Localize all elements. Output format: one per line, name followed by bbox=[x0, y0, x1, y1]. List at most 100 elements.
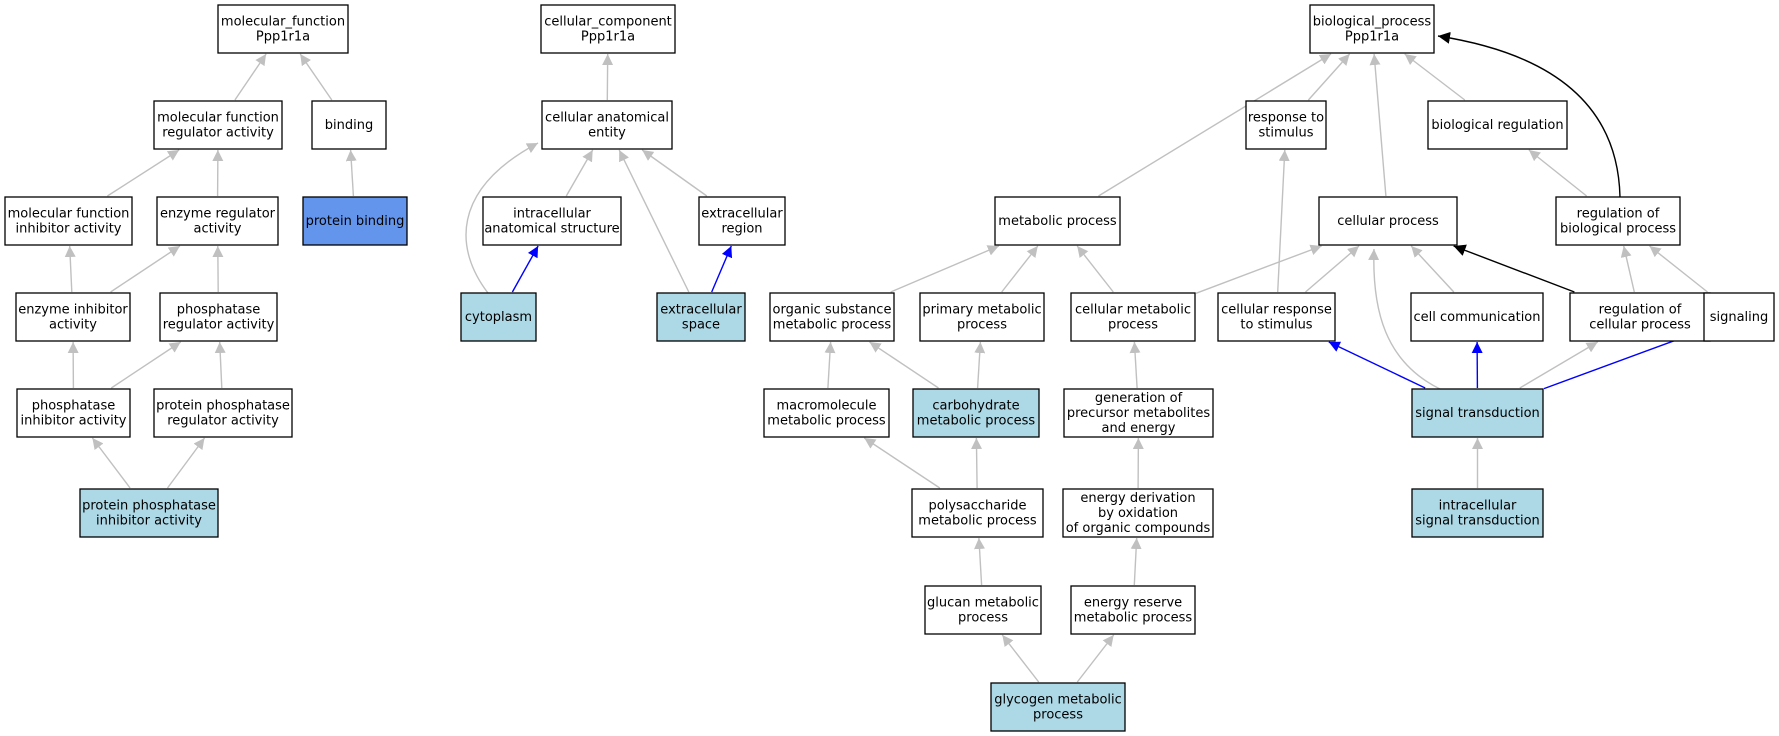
node-box bbox=[460, 292, 537, 342]
node-ccom[interactable]: cell communication bbox=[1410, 292, 1544, 342]
node-label: anatomical structure bbox=[484, 222, 619, 237]
node-label: protein phosphatase bbox=[156, 399, 290, 414]
node-box bbox=[994, 196, 1121, 246]
node-box bbox=[1217, 292, 1336, 342]
node-label: cell communication bbox=[1413, 310, 1540, 325]
node-label: cellular_component bbox=[544, 15, 672, 30]
edge-phia-to-phra bbox=[110, 341, 182, 389]
edge-es-to-er bbox=[711, 245, 733, 293]
node-label: regulator activity bbox=[163, 318, 275, 333]
edge-st-to-cp bbox=[1368, 248, 1441, 390]
node-label: signal transduction bbox=[1415, 406, 1540, 421]
node-box bbox=[1410, 292, 1544, 342]
node-label: precursor metabolites bbox=[1067, 406, 1210, 421]
node-label: molecular function bbox=[8, 207, 130, 222]
node-box bbox=[919, 292, 1045, 342]
node-box bbox=[763, 388, 890, 438]
edge-crts-to-rts bbox=[1277, 149, 1290, 293]
node-box bbox=[1070, 292, 1196, 342]
node-cp[interactable]: cellular process bbox=[1318, 196, 1458, 246]
node-label: energy reserve bbox=[1084, 596, 1182, 611]
node-box bbox=[4, 196, 133, 246]
node-label: region bbox=[721, 222, 762, 237]
node-label: cytoplasm bbox=[465, 310, 532, 325]
edge-ppia-to-phia bbox=[91, 437, 131, 489]
node-box bbox=[1062, 488, 1214, 538]
node-breg[interactable]: biological regulation bbox=[1427, 100, 1568, 150]
node-label: binding bbox=[325, 118, 373, 133]
node-label: to stimulus bbox=[1240, 318, 1312, 333]
edge-osmp-to-mp bbox=[890, 245, 1000, 293]
node-label: entity bbox=[588, 126, 626, 141]
node-label: Ppp1r1a bbox=[581, 30, 635, 45]
edge-gpme-to-cmp bbox=[1129, 341, 1141, 389]
node-box bbox=[1411, 488, 1544, 538]
edge-mp-to-bp bbox=[1098, 53, 1332, 197]
node-st[interactable]: signal transduction bbox=[1411, 388, 1544, 438]
edge-pmp-to-mp bbox=[1001, 245, 1039, 293]
edge-gmp-to-psmp bbox=[974, 537, 986, 586]
node-label: space bbox=[682, 318, 720, 333]
edge-ppra-to-phra bbox=[214, 341, 226, 389]
node-label: protein binding bbox=[306, 214, 405, 229]
node-box bbox=[156, 196, 279, 246]
node-label: biological regulation bbox=[1431, 118, 1563, 133]
node-box bbox=[1555, 196, 1681, 246]
edge-rcp-to-cp bbox=[1453, 244, 1575, 293]
node-box bbox=[1703, 292, 1775, 342]
node-binding[interactable]: binding bbox=[311, 100, 387, 150]
node-box bbox=[540, 4, 676, 54]
node-label: molecular_function bbox=[221, 15, 345, 30]
node-label: protein phosphatase bbox=[82, 499, 216, 514]
node-label: intracellular bbox=[513, 207, 591, 222]
node-label: phosphatase bbox=[177, 303, 261, 318]
node-sig[interactable]: signaling bbox=[1703, 292, 1775, 342]
node-box bbox=[482, 196, 622, 246]
node-cyto[interactable]: cytoplasm bbox=[460, 292, 537, 342]
node-label: energy derivation bbox=[1080, 491, 1195, 506]
edge-cmp-to-mp bbox=[1076, 245, 1114, 293]
edge-breg-to-bp bbox=[1404, 53, 1466, 101]
edge-mmp-to-osmp bbox=[824, 341, 836, 389]
node-pb[interactable]: protein binding bbox=[302, 196, 408, 246]
node-label: regulator activity bbox=[167, 414, 279, 429]
node-label: regulation of bbox=[1577, 207, 1660, 222]
node-box bbox=[15, 292, 131, 342]
edge-rbp-to-bp bbox=[1437, 31, 1621, 198]
node-mp[interactable]: metabolic process bbox=[994, 196, 1121, 246]
edge-binding-to-mf bbox=[299, 53, 333, 101]
